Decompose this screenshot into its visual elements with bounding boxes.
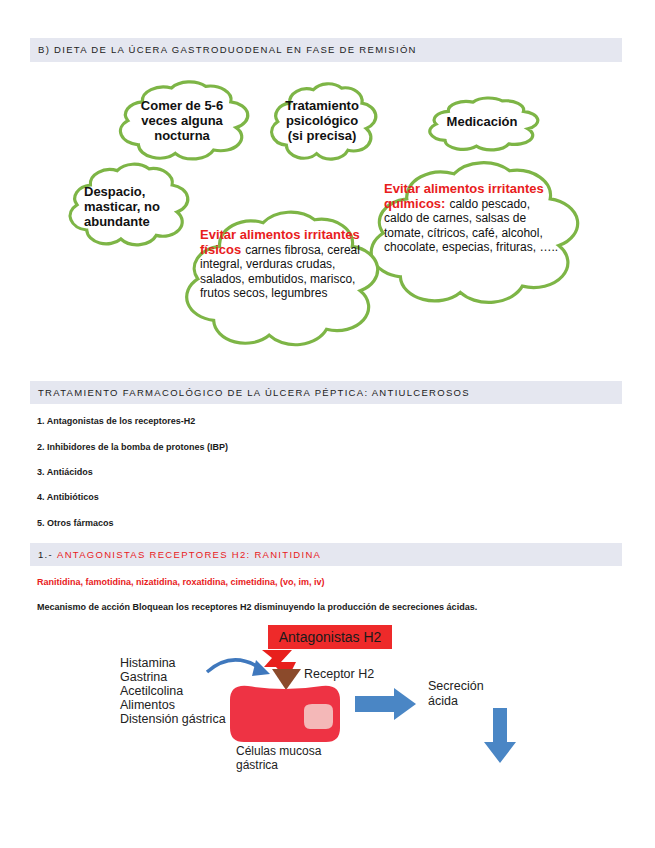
node-content: TRATAMIENTO FARMACOLÓGICO DE LA ÚLCERA P… bbox=[30, 381, 622, 404]
stimulus-name: Alimentos bbox=[120, 698, 240, 713]
stimulus-name: Acetilcolina bbox=[120, 684, 240, 699]
cloud-note: Medicación bbox=[426, 94, 538, 152]
node-heading: Comer de 5-6 veces alguna nocturna bbox=[141, 98, 223, 143]
stimulus-name: Distensión gástrica bbox=[120, 712, 240, 727]
cloud-note: Tratamiento psicológico (si precisa) bbox=[268, 78, 376, 162]
receptor-symbol bbox=[272, 669, 301, 690]
node-content: Despacio, masticar, no abundante bbox=[66, 158, 188, 245]
output-label: Secreción ácida bbox=[428, 679, 506, 709]
section-band: 1.- ANTAGONISTAS RECEPTORES H2: RANITIDIN… bbox=[30, 543, 622, 566]
node-heading: B) DIETA DE LA ÚCERA GASTRODUODENAL EN F… bbox=[38, 44, 417, 55]
cloud-path bbox=[120, 82, 247, 159]
cloud-path bbox=[430, 98, 538, 150]
list-item: 5. Otros fármacos bbox=[37, 518, 597, 529]
node-content: 1.- ANTAGONISTAS RECEPTORES H2: RANITIDIN… bbox=[30, 543, 622, 566]
drug-list: Ranitidina, famotidina, nizatidina, roxa… bbox=[37, 577, 627, 588]
stimulus-arrowhead bbox=[252, 660, 270, 676]
down-arrow bbox=[484, 708, 516, 763]
section-band: TRATAMIENTO FARMACOLÓGICO DE LA ÚLCERA P… bbox=[30, 381, 622, 404]
stimulus-name: Gastrina bbox=[120, 670, 240, 685]
right-arrow bbox=[355, 688, 416, 720]
node-content: Antagonistas H2 bbox=[268, 625, 392, 649]
section-band: B) DIETA DE LA ÚCERA GASTRODUODENAL EN F… bbox=[30, 38, 622, 62]
node-content: Evitar alimentos irritantes químicos:cal… bbox=[364, 152, 578, 273]
node-content: Tratamiento psicológico (si precisa) bbox=[268, 78, 376, 159]
cloud-path bbox=[187, 212, 378, 345]
mechanism-text: Mecanismo de acción Bloquean los recepto… bbox=[37, 602, 637, 613]
node-heading: Despacio, masticar, no abundante bbox=[84, 184, 160, 229]
node-content: B) DIETA DE LA ÚCERA GASTRODUODENAL EN F… bbox=[30, 38, 622, 62]
list-item: 1. Antagonistas de los receptores-H2 bbox=[37, 416, 597, 427]
cell-nucleus bbox=[304, 704, 333, 729]
cloud-path bbox=[70, 164, 188, 245]
node-body: ANTAGONISTAS RECEPTORES H2: RANITIDINA bbox=[57, 549, 321, 560]
list-item: 3. Antiácidos bbox=[37, 467, 597, 478]
node-heading: Medicación bbox=[447, 114, 518, 129]
node-heading: Tratamiento psicológico (si precisa) bbox=[285, 98, 359, 143]
cloud-note: Despacio, masticar, no abundante bbox=[66, 158, 188, 248]
node-heading: TRATAMIENTO FARMACOLÓGICO DE LA ÚLCERA P… bbox=[38, 387, 470, 398]
gastric-cell bbox=[230, 686, 340, 742]
node-content: Comer de 5-6 veces alguna nocturna bbox=[116, 76, 248, 159]
node-heading: Antagonistas H2 bbox=[279, 629, 382, 645]
node-heading: 1.- bbox=[38, 549, 53, 560]
cloud-note: Evitar alimentos irritantes físicoscarne… bbox=[180, 202, 378, 350]
stimulus-arrow bbox=[207, 660, 260, 672]
cloud-note: Comer de 5-6 veces alguna nocturna bbox=[116, 76, 248, 162]
list-item: 4. Antibióticos bbox=[37, 492, 597, 503]
node-content: Medicación bbox=[426, 94, 538, 141]
receptor-label: Receptor H2 bbox=[304, 667, 414, 682]
stimulus-name: Histamina bbox=[120, 656, 240, 671]
cloud-path bbox=[272, 84, 376, 159]
cell-label: Células mucosa gástrica bbox=[236, 744, 346, 772]
drug-box: Antagonistas H2 bbox=[268, 625, 392, 649]
cloud-path bbox=[371, 163, 577, 303]
list-item: 2. Inhibidores de la bomba de protones (… bbox=[37, 442, 597, 453]
cloud-note: Evitar alimentos irritantes químicos:cal… bbox=[364, 152, 578, 308]
node-content: Evitar alimentos irritantes físicoscarne… bbox=[180, 202, 378, 319]
